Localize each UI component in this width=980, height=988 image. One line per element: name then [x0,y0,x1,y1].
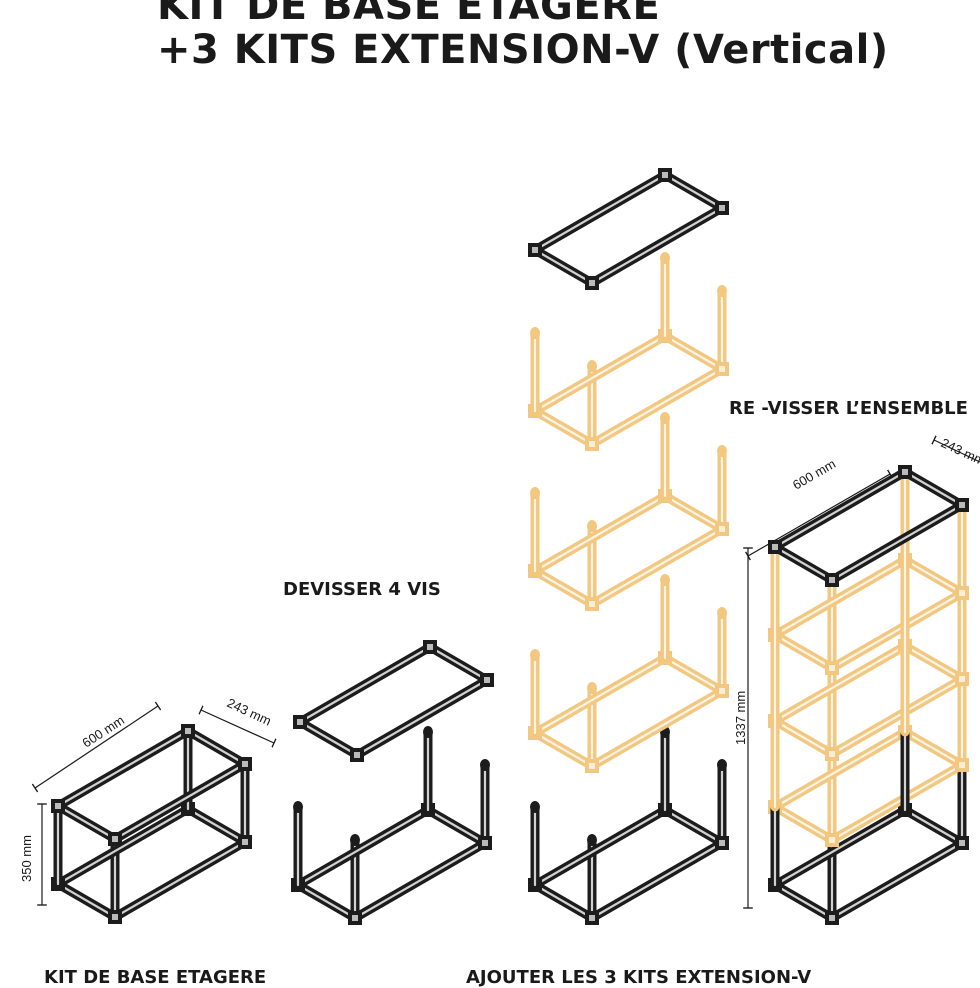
extension-kit-3 [528,574,729,773]
extension-kit-1 [528,252,729,451]
step-unscrew-label: DEVISSER 4 VIS [283,579,441,600]
extension-kit-2 [528,412,729,611]
title-line-2: +3 KITS EXTENSION-V (Vertical) [157,27,889,73]
base-top-frame-removed [293,640,494,762]
svg-text:350 mm: 350 mm [19,835,34,882]
final-height-dimension: 1337 mm [733,547,753,909]
base-height-dimension: 350 mm [19,803,47,906]
base-open-frame [291,726,492,925]
title-line-1: KIT DE BASE ETAGERE [157,0,661,29]
final-shelf-frame [768,465,969,925]
final-depth-dimension: 243 mm [931,435,980,469]
top-frame-step3 [528,168,729,290]
step-rescrew-label: RE -VISSER L’ENSEMBLE [729,398,968,419]
base-open-frame-step3 [528,726,729,925]
base-depth-dimension: 243 mm [198,695,277,748]
base-width-dimension: 600 mm [31,701,162,793]
svg-text:600 mm: 600 mm [790,456,838,492]
svg-text:1337 mm: 1337 mm [733,691,748,745]
svg-text:243 mm: 243 mm [939,435,980,468]
base-kit-frame [51,724,252,924]
